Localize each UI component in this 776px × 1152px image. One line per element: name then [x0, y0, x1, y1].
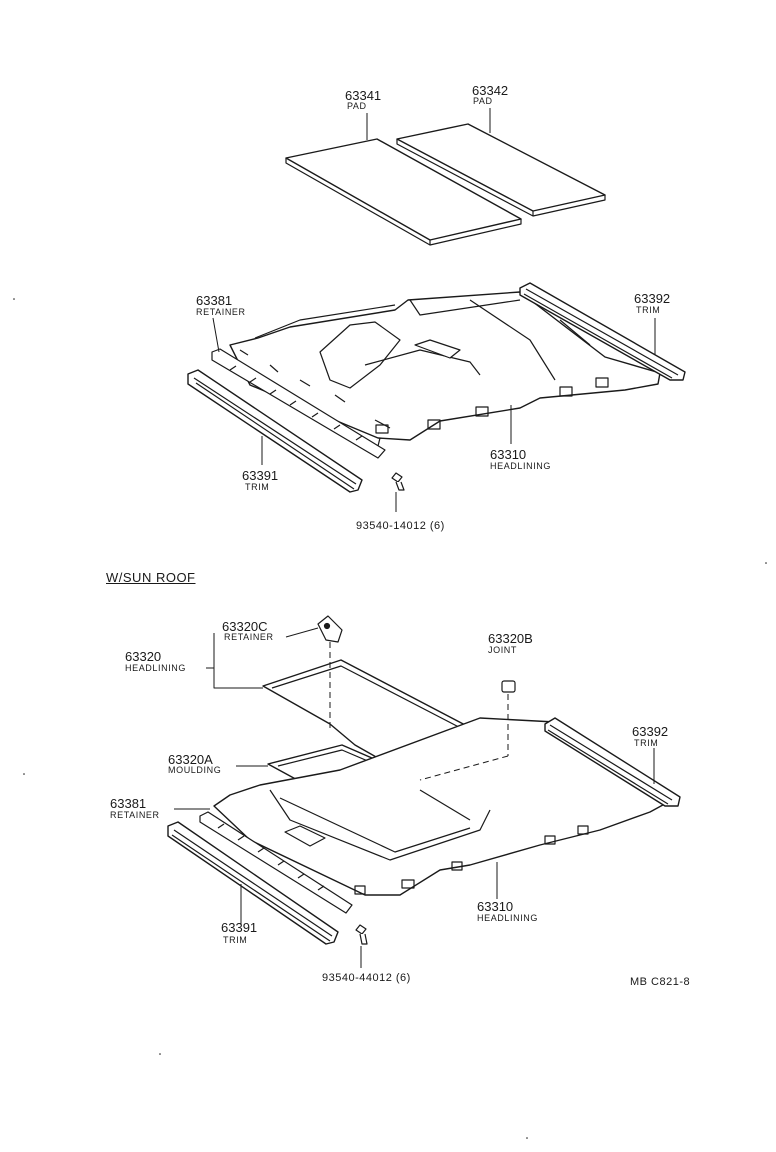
trim-63392-part	[519, 282, 686, 381]
trim-right-lower-name: TRIM	[634, 738, 659, 748]
retainer-lower-name: RETAINER	[110, 810, 160, 820]
trim-right-number: 63392	[634, 291, 671, 306]
moulding-number: 63320A	[168, 752, 213, 767]
retainer-number: 63381	[196, 293, 233, 308]
moulding-name: MOULDING	[168, 765, 222, 775]
upper-leader-lines	[212, 108, 656, 512]
trim-left-name: TRIM	[245, 482, 270, 492]
trim-63391-lower-part	[167, 821, 339, 945]
lower-leader-lines	[174, 627, 655, 968]
scan-specks	[13, 298, 767, 1139]
pad-63342-part	[396, 123, 606, 217]
headlining-assy-name: HEADLINING	[125, 663, 187, 673]
trim-left-lower-number: 63391	[221, 920, 258, 935]
diagram-reference-code: MB C821-8	[630, 976, 691, 988]
retainer-c-number: 63320C	[222, 619, 268, 634]
pad-left-number: 63341	[345, 88, 382, 103]
screw-lower-part-number: 93540-44012 (6)	[322, 972, 411, 984]
retainer-c-name: RETAINER	[224, 632, 274, 642]
headlining-lower-name: HEADLINING	[477, 913, 539, 923]
pad-right-name: PAD	[473, 96, 493, 106]
retainer-lower-number: 63381	[110, 796, 147, 811]
pad-right-number: 63342	[472, 83, 509, 98]
trim-left-lower-name: TRIM	[223, 935, 248, 945]
screw-upper-part	[391, 472, 405, 491]
trim-right-lower-number: 63392	[632, 724, 669, 739]
joint-name: JOINT	[488, 645, 517, 655]
headlining-63310-part	[229, 291, 661, 447]
trim-left-number: 63391	[242, 468, 279, 483]
screw-part-number: 93540-14012 (6)	[356, 520, 445, 532]
retainer-63320c-part	[317, 615, 343, 643]
assembly-dashed-lines	[329, 642, 509, 781]
screw-lower-part	[355, 924, 368, 945]
headlining-assy-number: 63320	[125, 649, 162, 664]
headlining-name: HEADLINING	[490, 461, 552, 471]
headlining-lower-number: 63310	[477, 899, 514, 914]
section-title: W/SUN ROOF	[106, 570, 196, 585]
trim-63391-part	[187, 369, 363, 493]
trim-63392-lower-part	[544, 717, 681, 807]
pad-left-name: PAD	[347, 101, 367, 111]
retainer-name: RETAINER	[196, 307, 246, 317]
joint-number: 63320B	[488, 631, 533, 646]
pad-63341-part	[285, 138, 522, 246]
headlining-63310-lower-part	[213, 717, 673, 896]
trim-right-name: TRIM	[636, 305, 661, 315]
headlining-number: 63310	[490, 447, 527, 462]
retainer-63381-lower-part	[199, 811, 353, 914]
joint-63320b-part	[501, 680, 516, 693]
